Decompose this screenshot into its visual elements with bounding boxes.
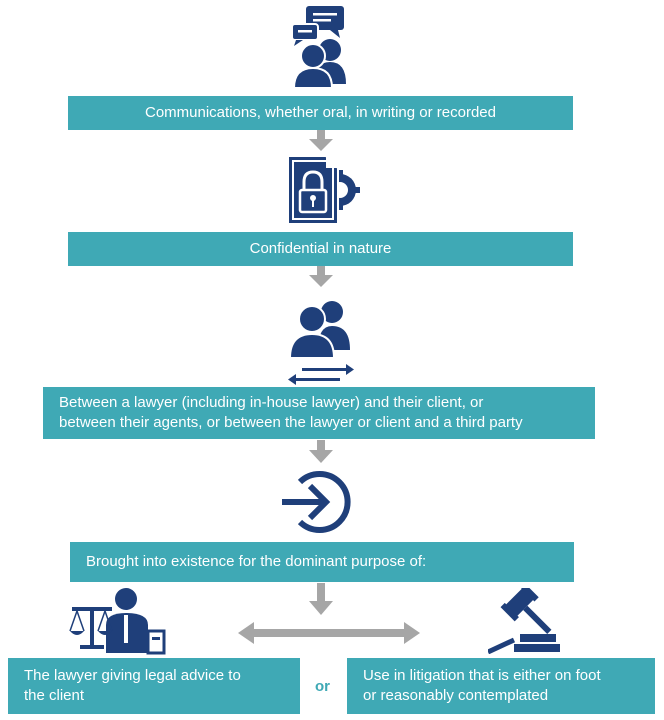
outcome-box-litigation: Use in litigation that is either on foot… [347, 658, 655, 714]
step-text-block: Between a lawyer (including in-house law… [59, 393, 523, 433]
outcome-text-line: Use in litigation that is either on foot [363, 667, 601, 684]
down-arrow-icon [309, 583, 333, 615]
step-text: Communications, whether oral, in writing… [145, 104, 496, 121]
lawyer-scales-icon [69, 588, 166, 655]
sign-in-arrow-icon [282, 471, 351, 533]
down-arrow-icon [309, 440, 333, 463]
step-text-line: Between a lawyer (including in-house law… [59, 394, 484, 411]
down-arrow-icon [309, 130, 333, 151]
people-chat-icon [291, 6, 346, 89]
locked-document-icon [287, 155, 360, 225]
outcome-text-line: or reasonably contemplated [363, 687, 549, 704]
step-text: Brought into existence for the dominant … [86, 553, 427, 570]
step-text-line: between their agents, or between the law… [59, 414, 523, 431]
gavel-icon [488, 588, 560, 654]
step-box-confidential: Confidential in nature [68, 232, 573, 266]
step-box-communications: Communications, whether oral, in writing… [68, 96, 573, 130]
outcome-text-line: the client [24, 687, 85, 704]
group-exchange-icon [288, 301, 354, 385]
outcome-text-block: The lawyer giving legal advice to the cl… [24, 666, 241, 706]
step-box-dominant-purpose: Brought into existence for the dominant … [70, 542, 574, 582]
outcome-box-legal-advice: The lawyer giving legal advice to the cl… [8, 658, 300, 714]
step-box-parties: Between a lawyer (including in-house law… [43, 387, 595, 439]
double-arrow-icon [238, 622, 420, 644]
outcome-text-line: The lawyer giving legal advice to [24, 667, 241, 684]
outcome-text-block: Use in litigation that is either on foot… [363, 666, 601, 706]
step-text: Confidential in nature [249, 240, 392, 257]
down-arrow-icon [309, 266, 333, 287]
or-connector: or [315, 678, 330, 695]
